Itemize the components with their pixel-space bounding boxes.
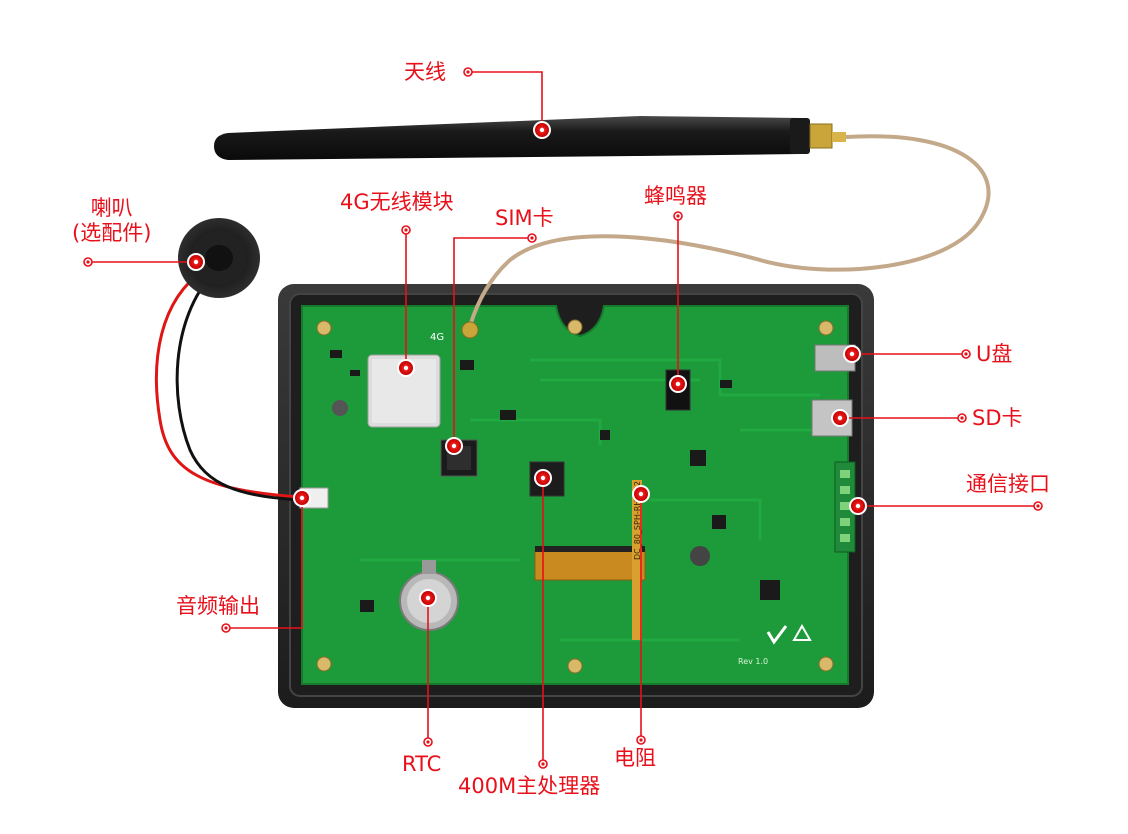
chip-4g-mark: 4G	[430, 332, 444, 343]
label-antenna: 天线	[404, 60, 446, 84]
ribbon-text: DC_80_SPH-RH_L02	[633, 481, 642, 560]
comm-marker	[849, 497, 867, 515]
label-sim: SIM卡	[495, 206, 554, 230]
label-speaker: 喇叭 (选配件)	[72, 196, 151, 246]
speaker-marker	[187, 253, 205, 271]
module-4g-marker	[397, 359, 415, 377]
label-buzzer: 蜂鸣器	[644, 184, 707, 208]
buzzer-marker	[669, 375, 687, 393]
label-speaker-line2: (选配件)	[72, 221, 152, 245]
label-sd: SD卡	[972, 406, 1023, 430]
label-cpu: 400M主处理器	[458, 774, 601, 798]
label-4g-module: 4G无线模块	[340, 190, 454, 214]
sim-marker	[445, 437, 463, 455]
label-udisk: U盘	[976, 342, 1013, 366]
label-comm: 通信接口	[966, 472, 1050, 496]
antenna-marker	[533, 121, 551, 139]
label-resistor: 电阻	[614, 746, 656, 770]
cpu-marker	[534, 469, 552, 487]
label-speaker-line1: 喇叭	[90, 196, 133, 220]
antenna-cable	[468, 134, 991, 327]
rtc-marker	[419, 589, 437, 607]
udisk-marker	[843, 345, 861, 363]
label-audio: 音频输出	[176, 594, 260, 618]
pcb-board: 4G DC_80_SPH-RH_L02	[299, 305, 856, 685]
speaker	[154, 218, 301, 502]
sd-marker	[831, 409, 849, 427]
audio-marker	[293, 489, 311, 507]
antenna	[214, 116, 846, 160]
leader-lines	[88, 71, 1038, 760]
label-rtc: RTC	[402, 752, 442, 776]
resistor-marker	[632, 485, 650, 503]
part-markers	[187, 121, 867, 607]
board-revision: Rev 1.0	[738, 657, 768, 666]
